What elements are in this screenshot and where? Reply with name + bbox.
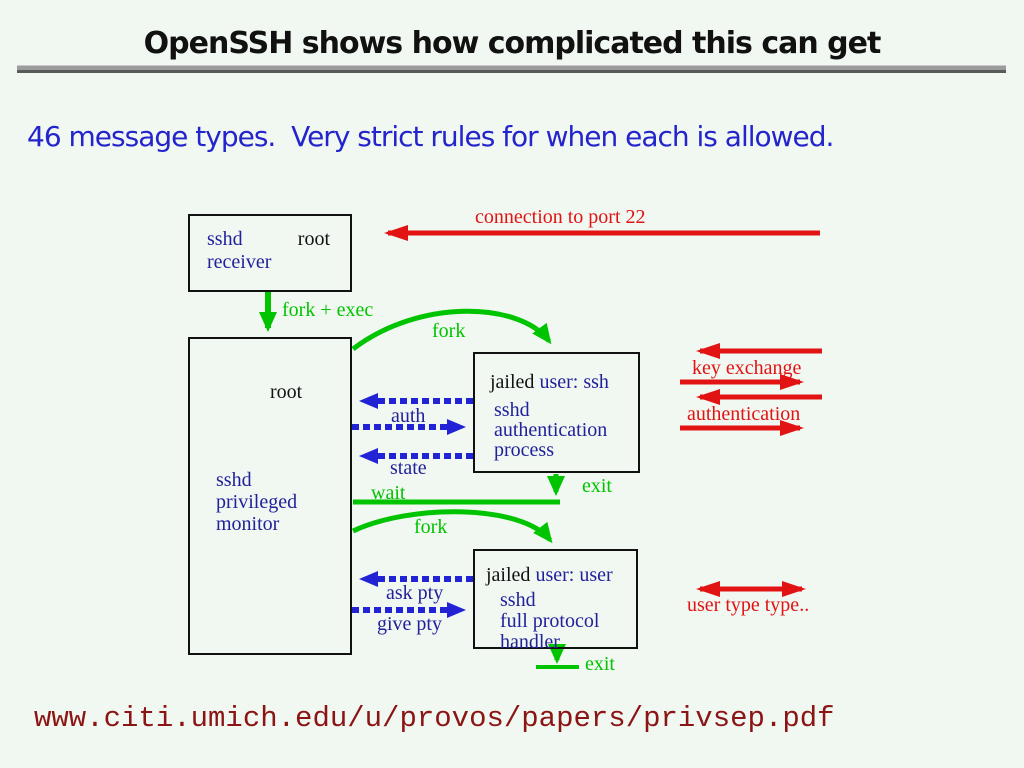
receiver-role-label: receiver <box>207 251 272 273</box>
receiver-process-box: sshd root receiver <box>188 214 352 292</box>
wait-label: wait <box>371 482 406 504</box>
authentication-label: authentication <box>687 403 801 425</box>
key-exchange-label: key exchange <box>692 357 802 379</box>
jailed-auth-jailed-label: jailed <box>490 371 535 393</box>
jailed-user-process-box: jailed user: user sshd full protocol han… <box>473 549 638 653</box>
fork-user-curve-arrow <box>351 509 553 544</box>
receiver-privilege-label: root <box>297 228 330 250</box>
slide-title: OpenSSH shows how complicated this can g… <box>143 26 882 61</box>
connection-label: connection to port 22 <box>475 206 646 228</box>
jailed-user-user-label: user: user <box>535 564 613 586</box>
receiver-proc-label: sshd <box>207 228 243 250</box>
monitor-role-label: sshd privileged monitor <box>216 469 298 535</box>
fork-exec-label: fork + exec <box>282 299 374 321</box>
fork-user-label: fork <box>414 516 448 538</box>
monitor-process-box: root sshd privileged monitor <box>188 337 352 655</box>
give-pty-label: give pty <box>377 613 442 635</box>
jailed-auth-user-label: user: ssh <box>539 371 609 393</box>
auth-label: auth <box>391 405 426 427</box>
title-divider <box>17 65 1006 73</box>
exit-user-label: exit <box>585 653 615 675</box>
state-label: state <box>390 457 427 479</box>
fork-auth-curve-arrow <box>351 308 552 351</box>
jailed-user-role-label: sshd full protocol handler <box>500 589 600 653</box>
user-type-label: user type type.. <box>687 594 810 616</box>
slide-subtitle: 46 message types. Very strict rules for … <box>27 120 834 153</box>
paper-url: www.citi.umich.edu/u/provos/papers/privs… <box>34 702 835 735</box>
jailed-auth-process-box: jailed user: ssh sshd authentication pro… <box>473 352 640 473</box>
monitor-privilege-label: root <box>270 381 303 403</box>
jailed-auth-role-label: sshd authentication process <box>494 399 608 461</box>
ask-pty-label: ask pty <box>386 582 444 604</box>
exit-auth-label: exit <box>582 475 612 497</box>
jailed-user-jailed-label: jailed <box>486 564 531 586</box>
fork-auth-label: fork <box>432 320 466 342</box>
